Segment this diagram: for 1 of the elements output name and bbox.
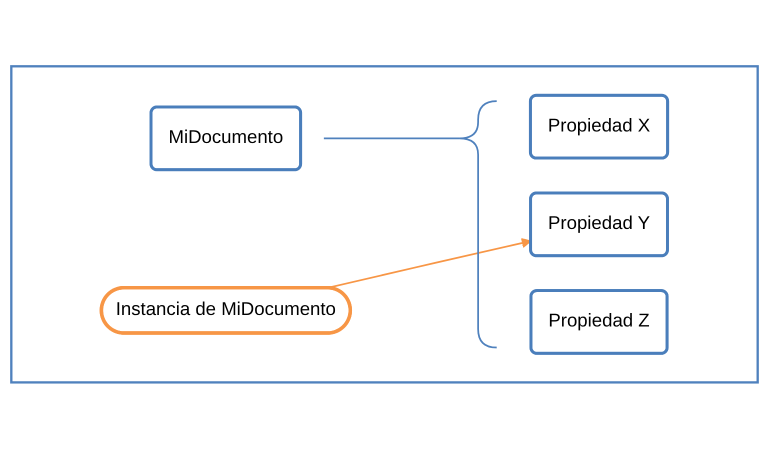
cluster — [10, 65, 759, 384]
